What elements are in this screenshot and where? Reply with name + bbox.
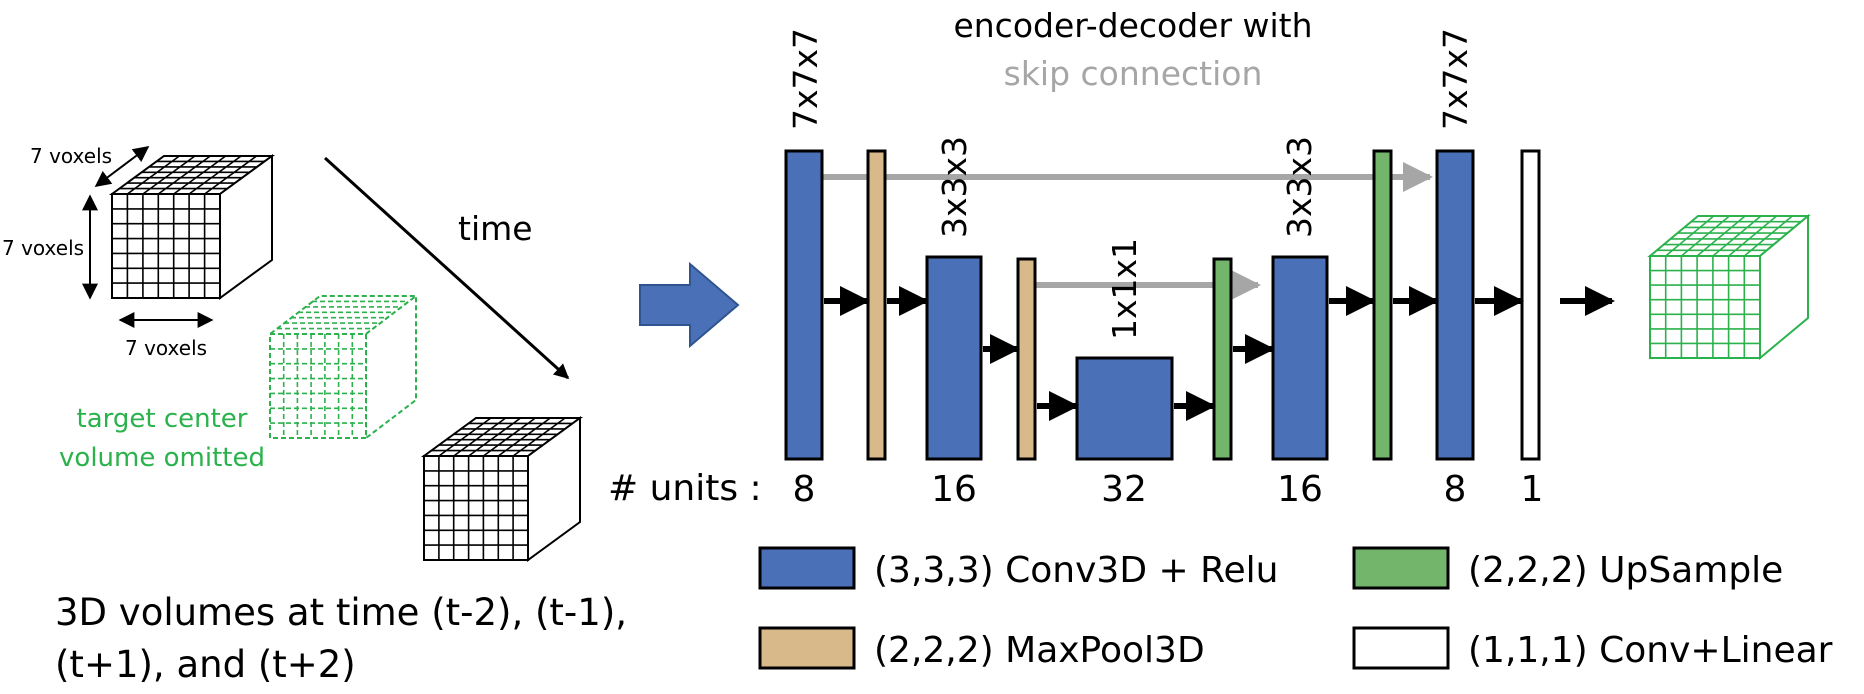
unit-count-16-decoder: 16 <box>1277 469 1323 510</box>
unit-count-8-decoder: 8 <box>1444 469 1467 510</box>
voxel-height-label: 7 voxels <box>2 236 84 260</box>
legend: (3,3,3) Conv3D + Relu (2,2,2) UpSample (… <box>758 546 1833 671</box>
unit-count-8-encoder: 8 <box>793 469 816 510</box>
output-cube <box>1647 213 1811 361</box>
conv-layer-8-encoder <box>784 149 824 461</box>
kernel-label-7x7x7-decoder: 7x7x7 <box>1436 28 1475 130</box>
input-cube-top <box>108 154 276 300</box>
unit-count-32: 32 <box>1101 469 1147 510</box>
conv-layer-16-encoder <box>925 255 983 461</box>
upsample-layer-1 <box>1212 257 1233 461</box>
omitted-label-line1: target center <box>77 404 248 434</box>
target-cube-omitted <box>267 293 419 441</box>
input-flow-arrow <box>639 261 740 349</box>
network-title-line2: skip connection <box>1004 54 1263 93</box>
unit-count-1: 1 <box>1521 469 1544 510</box>
voxel-depth-label: 7 voxels <box>30 144 112 168</box>
kernel-label-3x3x3-encoder: 3x3x3 <box>935 136 974 238</box>
legend-label-linear: (1,1,1) Conv+Linear <box>1468 630 1833 671</box>
unit-count-16-encoder: 16 <box>931 469 977 510</box>
legend-swatch-upsample <box>1352 546 1450 590</box>
kernel-label-3x3x3-decoder: 3x3x3 <box>1280 136 1319 238</box>
conv-layer-16-decoder <box>1271 255 1329 461</box>
depth-dimension-arrow <box>94 146 150 187</box>
kernel-label-1x1x1: 1x1x1 <box>1105 238 1144 340</box>
maxpool-layer-1 <box>866 149 887 461</box>
input-cube-bottom <box>420 416 584 562</box>
legend-label-conv: (3,3,3) Conv3D + Relu <box>874 550 1278 591</box>
time-label: time <box>458 209 533 248</box>
maxpool-layer-2 <box>1016 257 1037 461</box>
conv-layer-32-bottleneck <box>1075 356 1174 461</box>
network-title-line1: encoder-decoder with <box>953 6 1312 45</box>
caption-line1: 3D volumes at time (t-2), (t-1), <box>55 591 627 634</box>
legend-swatch-conv <box>758 546 856 590</box>
upsample-layer-2 <box>1372 149 1393 461</box>
time-arrow <box>323 156 570 380</box>
legend-label-maxpool: (2,2,2) MaxPool3D <box>874 630 1205 671</box>
legend-label-upsample: (2,2,2) UpSample <box>1468 550 1783 591</box>
flow-arrows <box>824 286 1615 421</box>
conv-layer-8-decoder <box>1435 149 1475 461</box>
legend-swatch-maxpool <box>758 626 856 670</box>
omitted-label-line2: volume omitted <box>59 443 265 473</box>
units-label: # units : <box>608 468 762 509</box>
linear-output-layer <box>1520 149 1541 461</box>
voxel-width-label: 7 voxels <box>125 336 207 360</box>
caption-line2: (t+1), and (t+2) <box>55 643 356 686</box>
legend-swatch-linear <box>1352 626 1450 670</box>
kernel-label-7x7x7-encoder: 7x7x7 <box>786 28 825 130</box>
